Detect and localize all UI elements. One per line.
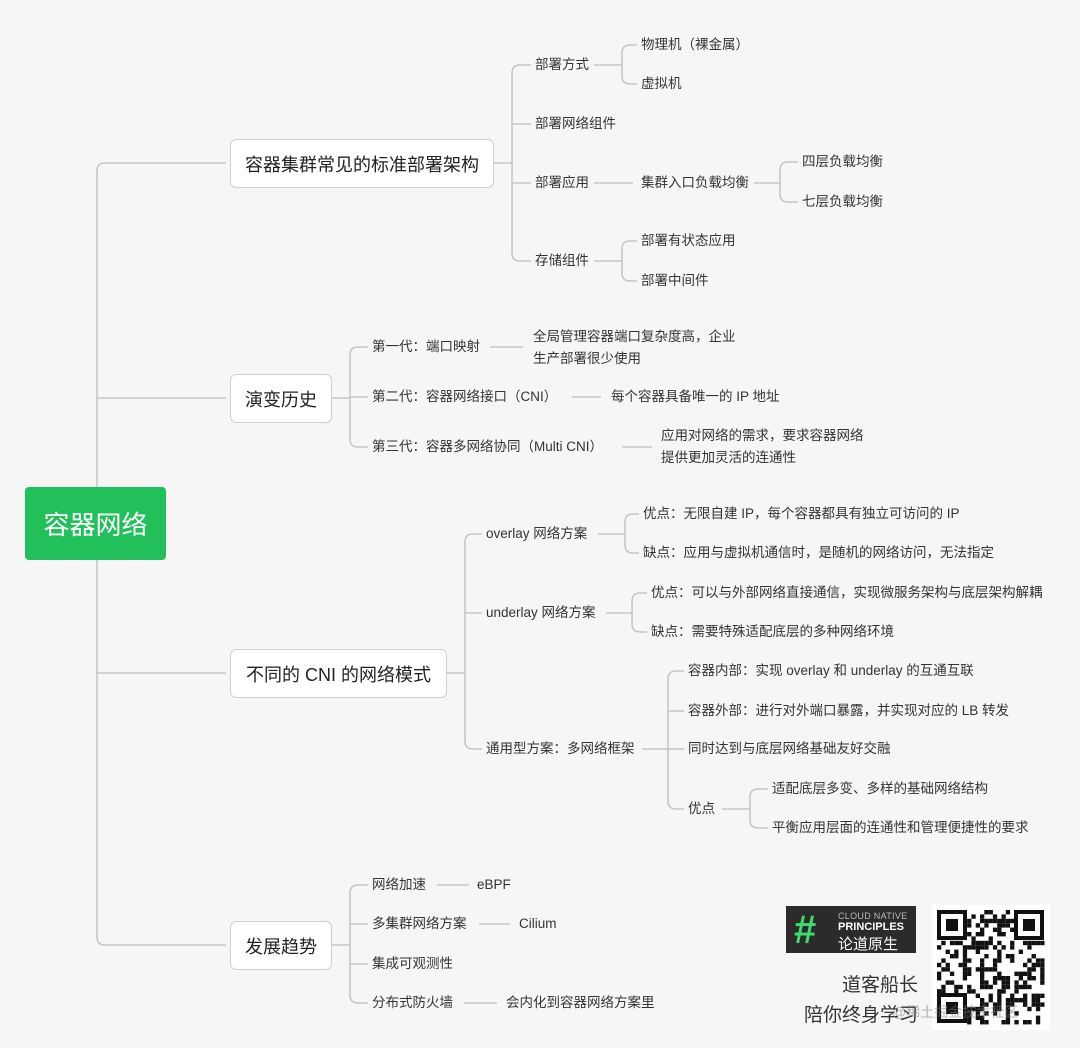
branch-trends[interactable]: 发展趋势 [230, 921, 332, 970]
note: 生产部署很少使用 [533, 351, 641, 366]
logo-text: 论道原生 [838, 936, 899, 953]
node[interactable]: 适配底层多变、多样的基础网络结构 [772, 781, 988, 796]
signature-line-2: 陪你终身学习 [803, 1005, 918, 1026]
connector [779, 161, 798, 203]
branch-evolution-history[interactable]: 演变历史 [230, 374, 332, 423]
branch-deployment-architecture[interactable]: 容器集群常见的标准部署架构 [230, 139, 494, 188]
logo-text: PRINCIPLES [838, 921, 905, 933]
connector [624, 513, 639, 554]
node[interactable]: 同时达到与底层网络基础友好交融 [688, 741, 891, 756]
connector [631, 592, 647, 633]
node[interactable]: 四层负载均衡 [802, 154, 883, 169]
qr-code-image [932, 905, 1050, 1030]
connector [621, 240, 637, 282]
connector [749, 788, 768, 829]
node[interactable]: 第一代：端口映射 [372, 339, 480, 354]
branch-cni-network-modes[interactable]: 不同的 CNI 的网络模式 [230, 649, 447, 698]
connector [621, 44, 637, 85]
node[interactable]: underlay 网络方案 [486, 605, 596, 620]
connector [349, 884, 368, 1004]
node[interactable]: overlay 网络方案 [486, 526, 588, 541]
node[interactable]: 部署中间件 [641, 273, 709, 288]
connector [464, 533, 482, 750]
node[interactable]: 集成可观测性 [372, 956, 453, 971]
watermark: @稀土掘金技术社区 [892, 1004, 1019, 1020]
node[interactable]: 优点：无限自建 IP，每个容器都具有独立可访问的 IP [643, 506, 960, 521]
node[interactable]: 优点 [688, 801, 715, 816]
note: eBPF [477, 877, 511, 892]
node[interactable]: 分布式防火墙 [372, 995, 453, 1010]
node[interactable]: 部署方式 [535, 57, 589, 72]
node[interactable]: 部署网络组件 [535, 116, 616, 131]
root-node[interactable]: 容器网络 [25, 487, 166, 560]
node[interactable]: 部署有状态应用 [641, 233, 736, 248]
node[interactable]: 第二代：容器网络接口（CNI） [372, 389, 558, 404]
node[interactable]: 优点：可以与外部网络直接通信，实现微服务架构与底层架构解耦 [651, 585, 1043, 600]
logo-text: CLOUD NATIVE [838, 911, 908, 921]
node[interactable]: 网络加速 [372, 877, 426, 892]
note: 会内化到容器网络方案里 [506, 995, 655, 1010]
node[interactable]: 平衡应用层面的连通性和管理便捷性的要求 [772, 820, 1029, 835]
node[interactable]: 存储组件 [535, 253, 589, 268]
node[interactable]: 容器外部：进行对外端口暴露，并实现对应的 LB 转发 [688, 703, 1010, 718]
connector [667, 670, 684, 810]
node[interactable]: 虚拟机 [641, 76, 682, 91]
node[interactable]: 七层负载均衡 [802, 194, 883, 209]
cloud-native-principles-logo: # CLOUD NATIVE PRINCIPLES 论道原生 [786, 906, 916, 953]
node[interactable]: 容器内部：实现 overlay 和 underlay 的互通互联 [688, 663, 974, 678]
node[interactable]: 缺点：应用与虚拟机通信时，是随机的网络访问，无法指定 [643, 545, 994, 560]
signature-line-1: 道客船长 [841, 975, 918, 996]
note: 提供更加灵活的连通性 [661, 450, 796, 465]
hash-icon: # [794, 908, 817, 952]
note: 应用对网络的需求，要求容器网络 [661, 428, 864, 443]
node[interactable]: 通用型方案：多网络框架 [486, 741, 635, 756]
note: 每个容器具备唯一的 IP 地址 [611, 389, 780, 404]
node[interactable]: 多集群网络方案 [372, 916, 467, 931]
note: 全局管理容器端口复杂度高，企业 [533, 329, 736, 344]
node[interactable]: 部署应用 [535, 175, 589, 190]
node[interactable]: 集群入口负载均衡 [641, 175, 749, 190]
note: Cilium [519, 916, 557, 931]
node[interactable]: 缺点：需要特殊适配底层的多种网络环境 [651, 624, 894, 639]
node[interactable]: 第三代：容器多网络协同（Multi CNI） [372, 439, 604, 454]
connector [511, 64, 531, 262]
node[interactable]: 物理机（裸金属） [641, 37, 749, 52]
